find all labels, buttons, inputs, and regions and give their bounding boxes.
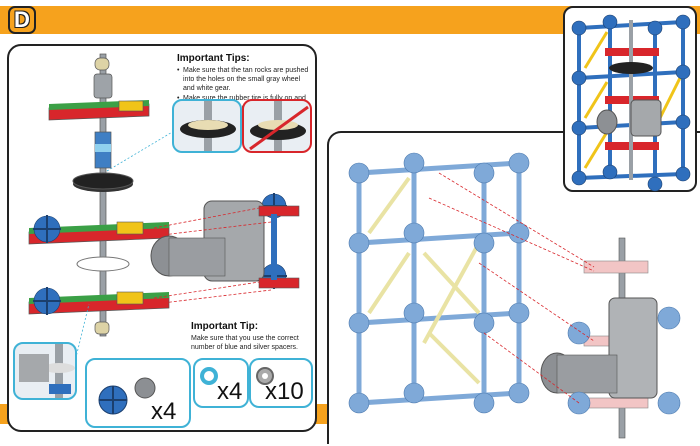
tip-bottom-title: Important Tip: (191, 321, 259, 332)
part-count-silver-spacer: x10 (249, 358, 313, 408)
count-silver-spacer: x10 (265, 378, 304, 405)
tip-bottom-text: Make sure that you use the correct numbe… (191, 335, 299, 351)
completed-model-preview (563, 6, 697, 192)
tip-item: Make sure that the tan rocks are pushed … (177, 66, 311, 93)
step-letter-badge: D (8, 6, 36, 34)
inset-gear-detail (13, 342, 77, 400)
count-blue-spacer: x4 (217, 378, 243, 405)
left-assembly-illustration (28, 53, 300, 387)
frame-assembly-illustration (348, 152, 681, 439)
count-connectors: x4 (151, 398, 177, 425)
left-instruction-panel: Important Tips: Make sure that the tan r… (7, 44, 317, 432)
tips-title: Important Tips: (177, 53, 250, 64)
important-tip-bottom: Important Tip: Make sure that you use th… (191, 322, 313, 352)
inset-correct-tire (172, 99, 242, 153)
inset-incorrect-tire (242, 99, 312, 153)
completed-model-illustration (571, 14, 691, 192)
part-count-connectors: x4 (85, 358, 191, 428)
part-count-blue-spacer: x4 (193, 358, 249, 408)
